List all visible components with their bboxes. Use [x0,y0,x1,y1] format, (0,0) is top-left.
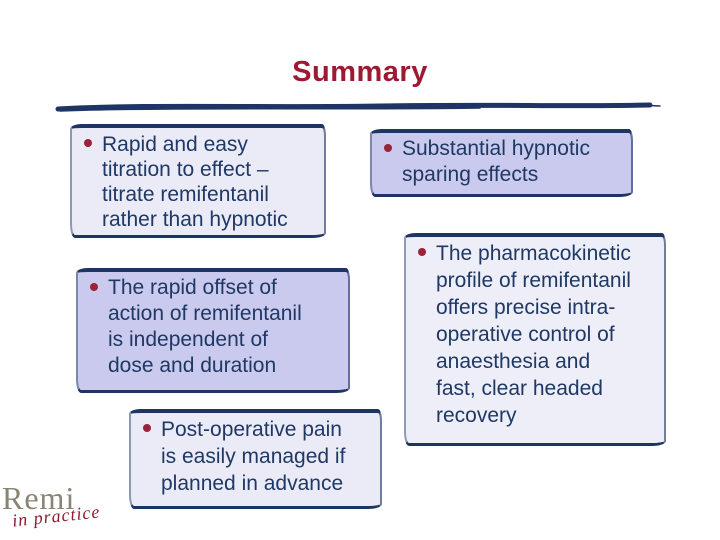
callout-box-titration: Rapid and easy titration to effect – tit… [70,124,326,238]
callout-box-post-op-pain: Post-operative pain is easily managed if… [129,409,382,509]
logo-name: Remi [2,480,76,516]
callout-box-rapid-offset: The rapid offset of action of remifentan… [76,268,350,393]
bullet-icon [143,424,151,432]
title-underline [55,102,661,112]
bullet-icon [84,139,92,147]
callout-text-hypnotic-sparing: Substantial hypnotic sparing effects [402,137,590,186]
bullet-icon [384,144,392,152]
callout-text-pharmacokinetic: The pharmacokinetic profile of remifenta… [436,242,631,427]
callout-text-titration: Rapid and easy titration to effect – tit… [102,133,288,231]
bullet-icon [90,283,98,291]
callout-box-pharmacokinetic: The pharmacokinetic profile of remifenta… [404,233,666,446]
bullet-icon [418,248,426,256]
remi-in-practice-logo: Remi in practice [2,482,112,538]
slide-title: Summary [292,56,428,88]
callout-text-post-op-pain: Post-operative pain is easily managed if… [161,418,346,495]
callout-text-rapid-offset: The rapid offset of action of remifentan… [108,276,302,377]
callout-box-hypnotic-sparing: Substantial hypnotic sparing effects [370,129,633,197]
